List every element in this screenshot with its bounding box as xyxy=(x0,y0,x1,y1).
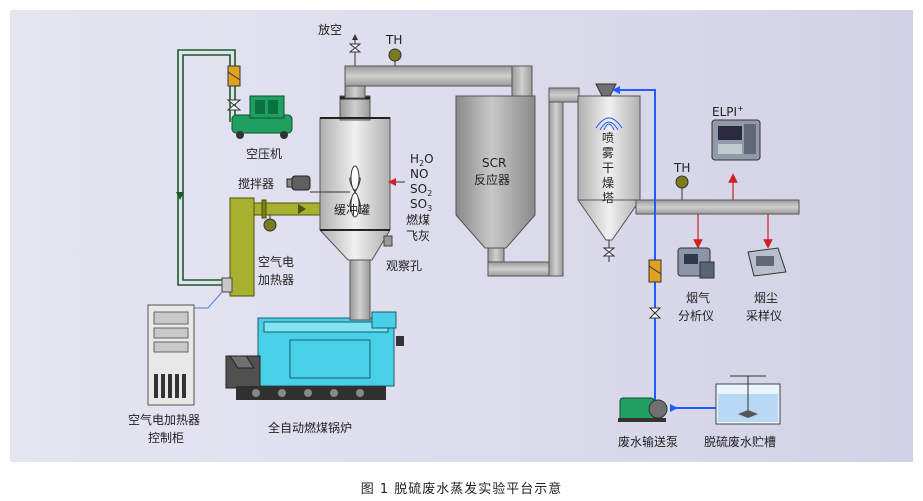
spray-nozzle-icon xyxy=(595,117,623,131)
vent-label: 放空 xyxy=(318,22,342,37)
tank-label: 脱硫废水贮槽 xyxy=(704,434,776,449)
analyzer-label-2: 分析仪 xyxy=(678,309,714,323)
svg-text:H2O: H2O xyxy=(410,152,434,168)
boiler-flue-pipe xyxy=(349,257,371,321)
boiler-label: 全自动燃煤锅炉 xyxy=(268,420,352,435)
water-to-pump-arrow xyxy=(670,404,678,412)
cabinet-cable xyxy=(194,291,223,309)
svg-text:燃煤: 燃煤 xyxy=(406,212,430,227)
air-heater-label-1: 空气电 xyxy=(258,254,294,269)
air-heater-label-2: 加热器 xyxy=(258,273,294,287)
heater-cabinet-label-1: 空气电加热器 xyxy=(128,412,200,427)
injected-gases: H2O NO SO2 SO3 燃煤 飞灰 xyxy=(406,152,434,243)
flue-gas-analyzer xyxy=(677,247,715,279)
buffer-to-scr-duct xyxy=(344,65,533,99)
stirrer-motor xyxy=(286,175,311,191)
pump-label: 废水输送泵 xyxy=(618,434,678,449)
wastewater-tank xyxy=(715,375,781,425)
outlet-duct xyxy=(635,199,800,215)
heater-control-cabinet xyxy=(147,304,195,406)
scr-label-1: SCR xyxy=(482,156,506,170)
svg-text:NO: NO xyxy=(410,167,428,181)
heater-cabinet-label-2: 控制柜 xyxy=(148,431,184,445)
right-th-gauge xyxy=(675,175,689,200)
scr-to-dryer-duct xyxy=(487,87,580,277)
spray-label-2: 雾 xyxy=(602,146,614,160)
water-valve xyxy=(648,307,662,319)
hot-air-gauge xyxy=(263,215,277,232)
air-compressor xyxy=(231,95,293,139)
dust-sampler xyxy=(747,247,787,277)
dust-sampler-label-2: 采样仪 xyxy=(746,308,782,323)
spray-label-5: 塔 xyxy=(602,191,614,205)
dust-sampler-label-1: 烟尘 xyxy=(754,291,778,305)
svg-text:SO2: SO2 xyxy=(410,182,432,198)
air-flow-arrow xyxy=(176,192,184,200)
wastewater-pump xyxy=(618,397,668,422)
air-compressor-label: 空压机 xyxy=(246,147,282,161)
water-inlet-arrow xyxy=(612,86,620,94)
elpi-label: ELPI+ xyxy=(712,104,744,119)
buffer-tank-label: 缓冲罐 xyxy=(334,202,370,217)
scr-label-2: 反应器 xyxy=(474,172,510,187)
stirrer-label: 搅拌器 xyxy=(238,176,274,191)
hot-air-pipe xyxy=(253,199,321,219)
spray-dryer-tower xyxy=(577,83,641,262)
svg-text:SO3: SO3 xyxy=(410,197,432,213)
process-diagram: 空压机 空气电 加热器 空气电加热器 控制柜 xyxy=(10,10,913,462)
svg-text:飞灰: 飞灰 xyxy=(406,229,430,243)
spray-label-3: 干 xyxy=(602,161,614,175)
spray-label-1: 喷 xyxy=(602,131,614,145)
top-th-label: TH xyxy=(385,33,402,47)
coal-boiler xyxy=(225,311,404,400)
stirrer-fan-icon xyxy=(310,165,361,218)
vent-valve xyxy=(348,34,362,66)
figure-caption: 图 1 脱硫废水蒸发实验平台示意 xyxy=(360,482,563,497)
observation-hole-label: 观察孔 xyxy=(386,259,422,273)
top-th-gauge xyxy=(388,48,402,66)
right-th-label: TH xyxy=(673,161,690,175)
analyzer-label-1: 烟气 xyxy=(686,290,710,305)
water-flowmeter xyxy=(648,259,662,283)
spray-label-4: 燥 xyxy=(602,176,614,190)
air-valve xyxy=(226,99,242,111)
air-electric-heater xyxy=(221,197,255,297)
elpi-instrument xyxy=(711,119,761,161)
air-flowmeter xyxy=(227,65,241,87)
